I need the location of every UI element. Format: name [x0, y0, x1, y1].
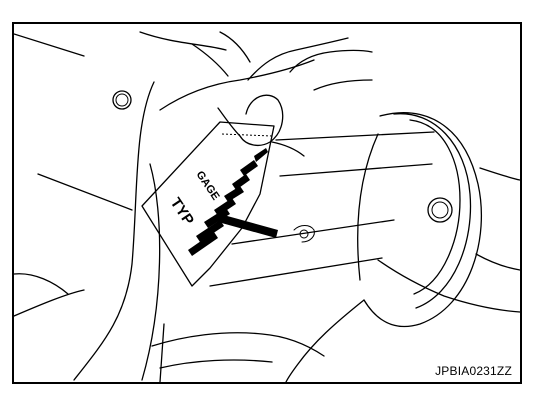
- gage-scale-bars: [188, 148, 268, 256]
- illustration-frame: GAGE TYP JPBIA0231ZZ: [12, 22, 522, 384]
- gage-marking: TYP: [167, 195, 197, 229]
- crankshaft-journal: [151, 112, 520, 382]
- crushed-plastigage-strip: [218, 214, 278, 238]
- figure-code: JPBIA0231ZZ: [435, 364, 512, 378]
- crankshaft-bearing-illustration: GAGE TYP: [14, 31, 520, 382]
- hand-holding-gage: [159, 37, 373, 157]
- engine-block-outline: [14, 31, 251, 381]
- plastigage-scale-card: GAGE TYP: [141, 121, 275, 287]
- gage-label: GAGE: [194, 169, 222, 203]
